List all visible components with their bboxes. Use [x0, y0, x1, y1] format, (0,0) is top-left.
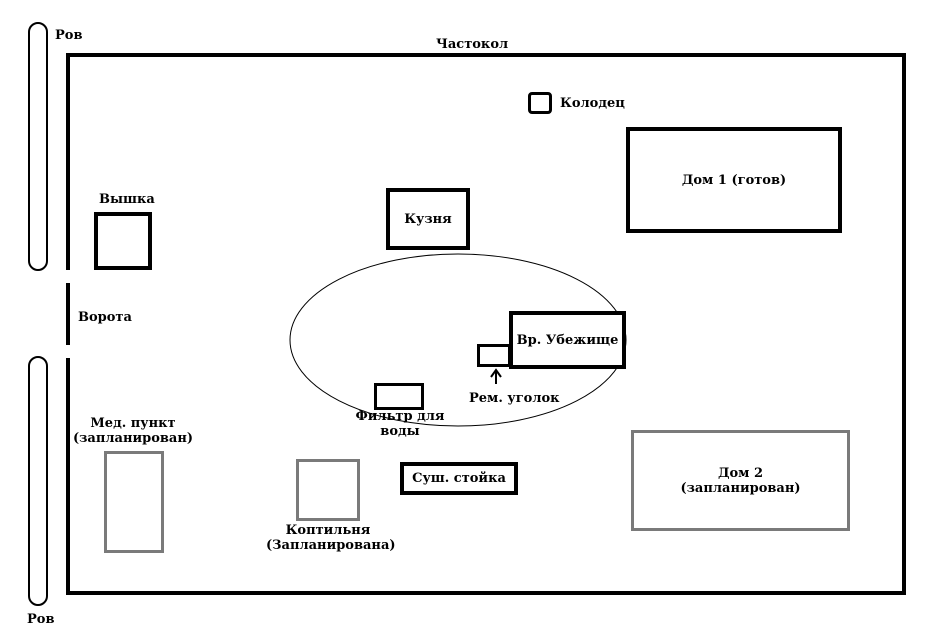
water-filter [374, 383, 424, 410]
medical-point-label-line-1: Мед. пункт [90, 416, 176, 431]
palisade-label: Частокол [436, 37, 509, 52]
central-area-ellipse [289, 253, 627, 427]
medical-point-label-line-2: (запланирован) [72, 431, 193, 446]
medical-point-label: Мед. пункт (запланирован) [72, 416, 194, 446]
moat-top-label: Ров [55, 28, 83, 43]
house-2: Дом 2 (запланирован) [631, 430, 850, 531]
drying-rack-label: Суш. стойка [412, 471, 506, 486]
arrow-icon [490, 368, 502, 384]
repair-corner [477, 344, 511, 367]
water-filter-label: Фильтр для воды [352, 409, 448, 439]
smokehouse [296, 459, 360, 521]
smokehouse-label-line-2: (Запланирована) [266, 538, 396, 553]
smokehouse-label: Коптильня (Запланирована) [266, 523, 396, 553]
temporary-shelter: Вр. Убежище [509, 311, 626, 369]
repair-corner-label: Рем. уголок [469, 391, 560, 406]
temporary-shelter-label: Вр. Убежище [516, 332, 619, 348]
water-filter-label-line-2: воды [380, 424, 420, 439]
house-1: Дом 1 (готов) [626, 127, 842, 233]
house-2-label-line-1: Дом 2 [717, 465, 764, 481]
water-filter-label-line-1: Фильтр для [355, 409, 445, 424]
palisade-boundary [66, 53, 906, 595]
well [528, 92, 552, 114]
moat-top-segment [28, 22, 48, 271]
well-label: Колодец [560, 96, 625, 111]
forge: Кузня [386, 188, 470, 250]
forge-label: Кузня [404, 211, 452, 227]
house-1-label: Дом 1 (готов) [681, 172, 787, 188]
gate-label: Ворота [78, 310, 132, 325]
house-2-label: Дом 2 (запланирован) [680, 466, 800, 496]
drying-rack: Суш. стойка [400, 462, 518, 495]
smokehouse-label-line-1: Коптильня [285, 523, 371, 538]
medical-point [104, 451, 164, 553]
moat-bottom-label: Ров [27, 612, 55, 627]
moat-bottom-segment [28, 356, 48, 606]
house-2-label-line-2: (запланирован) [680, 480, 801, 496]
watchtower-label: Вышка [99, 192, 155, 207]
watchtower [94, 212, 152, 270]
